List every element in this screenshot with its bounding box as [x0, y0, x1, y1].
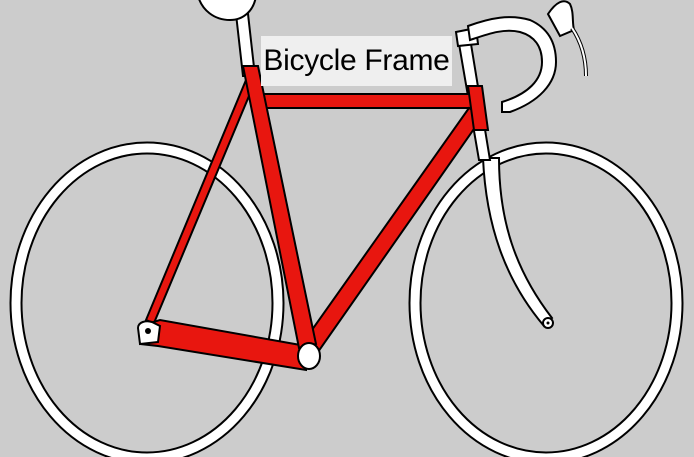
rear-wheel	[9, 141, 285, 457]
down-tube	[300, 106, 485, 354]
frame	[139, 65, 490, 372]
front-wheel	[408, 141, 684, 457]
seat-tube	[241, 65, 318, 350]
bottom-bracket	[297, 342, 321, 370]
brake-lever	[546, 0, 576, 38]
seat-stay	[144, 78, 256, 325]
brake-cable-inner	[571, 27, 587, 77]
fork	[481, 157, 554, 328]
frame-label: Bicycle Frame	[261, 36, 452, 86]
saddle	[198, 0, 257, 22]
top-tube	[257, 93, 477, 109]
handlebar	[466, 16, 558, 113]
rear-dropout	[136, 320, 162, 346]
front-dropout	[542, 317, 554, 329]
head-tube	[466, 85, 490, 131]
